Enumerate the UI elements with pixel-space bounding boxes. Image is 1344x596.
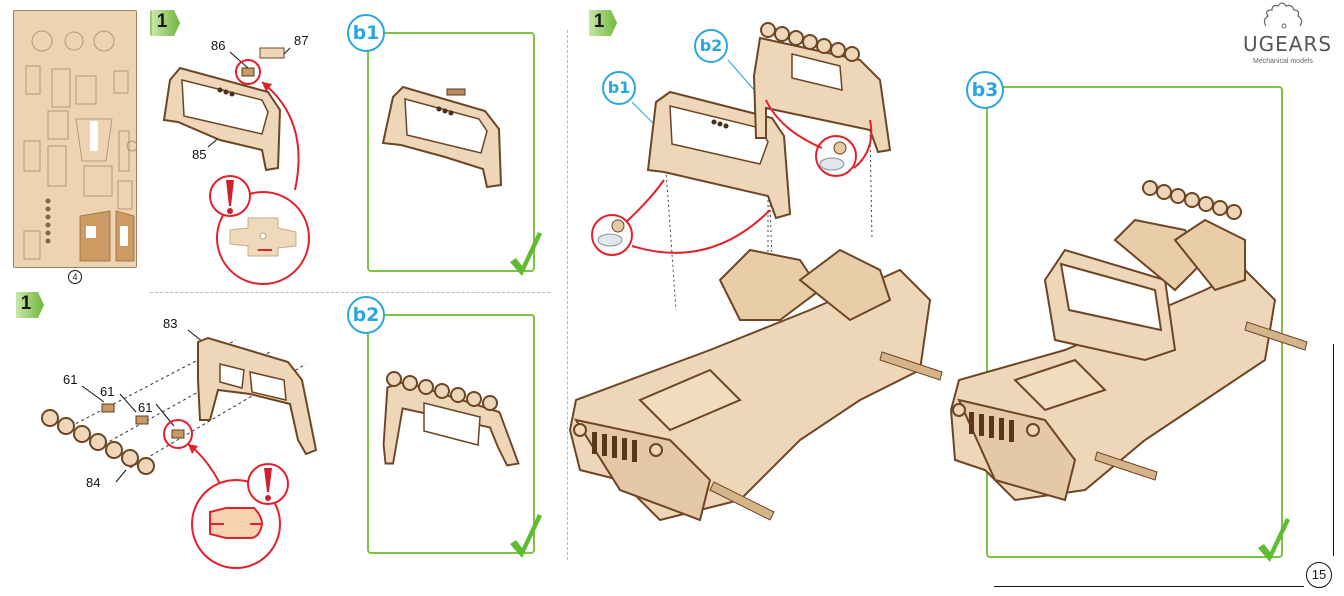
result-label-b3: b3 [966,71,1004,109]
parts-sheet [13,10,138,268]
part-label-83: 83 [163,316,178,331]
part-label-61: 61 [138,400,153,415]
sheet-number: 4 [68,270,82,284]
windshield-part-diagram [162,47,310,285]
result-frame-b1 [367,32,535,272]
result-label-b1: b1 [347,14,385,52]
page-number: 15 [1306,562,1332,588]
checkmark-icon [1258,518,1290,562]
parts-sheet-illustration [23,30,138,262]
windshield-result-diagram [381,85,503,189]
part-label-86: 86 [211,38,226,53]
part-label-61: 61 [100,384,115,399]
result-frame-b2 [367,314,535,554]
right-rule [1333,344,1334,556]
checkmark-icon [510,232,542,276]
result-frame-b3 [986,86,1283,558]
step-badge: 1 [14,292,44,318]
callout-b2: b2 [694,29,728,63]
part-label-84: 84 [86,475,101,490]
step-badge: 1 [150,10,180,36]
bottom-rule [994,586,1304,587]
light-bar-part-diagram [41,329,318,569]
jeep-assembly-diagram [568,22,943,522]
callout-b1: b1 [602,71,636,105]
checkmark-icon [510,514,542,558]
result-label-b2: b2 [347,296,385,334]
part-label-87: 87 [294,33,309,48]
jeep-result-diagram [949,180,1308,502]
section-divider-vertical [567,30,568,560]
brand-logo: UGEARS [1243,32,1333,56]
step-badge: 1 [587,10,617,36]
ugears-gear-logo-icon [1263,2,1303,29]
section-divider [150,292,550,293]
brand-tagline: Mechanical models [1253,58,1313,65]
part-label-61: 61 [63,372,78,387]
part-label-85: 85 [192,147,207,162]
light-bar-result-diagram [382,371,520,467]
